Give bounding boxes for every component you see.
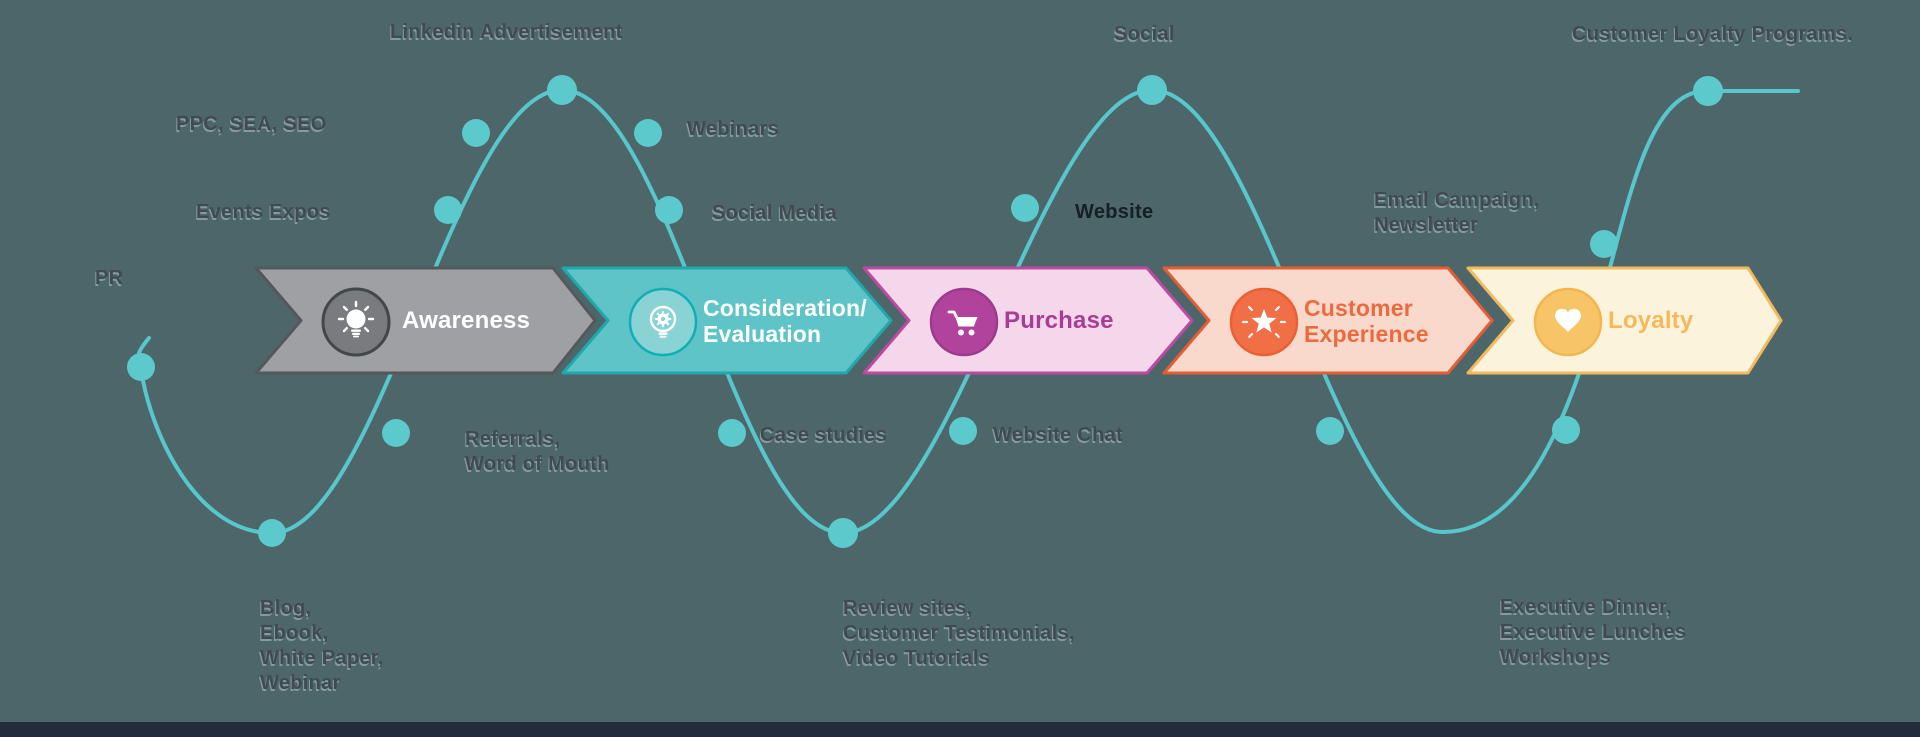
star-icon <box>1241 306 1287 338</box>
wave-dot <box>434 196 462 224</box>
shopping-cart-icon <box>947 310 978 336</box>
wave-dot <box>1316 417 1344 445</box>
wave-dot <box>127 353 155 381</box>
wave-dot <box>1693 76 1723 106</box>
wave-dot <box>1011 194 1039 222</box>
touchpoint-purchase-content-list: Review sites, Customer Testimonials, Vid… <box>843 597 1075 669</box>
wave-dot <box>462 119 490 147</box>
touchpoint-social: Social <box>1114 23 1175 45</box>
touchpoint-email-campaign-newsletter: Email Campaign, Newsletter <box>1374 189 1540 236</box>
wave-dot <box>1590 230 1618 258</box>
wave-dot <box>718 419 746 447</box>
wave-dots <box>127 75 1723 548</box>
touchpoint-awareness-content-list: Blog, Ebook, White Paper, Webinar <box>260 597 384 694</box>
stage-title-awareness: Awareness <box>402 307 531 334</box>
wave-dot <box>1137 75 1167 105</box>
touchpoint-events-expos: Events Expos <box>196 201 331 223</box>
touchpoint-website: Website <box>1075 201 1154 223</box>
touchpoint-website-chat: Website Chat <box>993 424 1123 446</box>
touchpoint-case-studies: Case studies <box>760 424 887 446</box>
stage-title-consideration: Consideration/ Evaluation <box>703 295 867 347</box>
touchpoint-social-media: Social Media <box>712 202 837 224</box>
stage-title-loyalty: Loyalty <box>1608 307 1694 334</box>
touchpoint-pr: PR <box>95 267 124 289</box>
wave-dot <box>547 75 577 105</box>
wave-dot <box>949 417 977 445</box>
wave-dot <box>828 518 858 548</box>
wave-dot <box>258 519 286 547</box>
heart-icon <box>1555 308 1581 332</box>
touchpoint-referrals-word-of-mouth: Referrals, Word of Mouth <box>465 428 610 475</box>
wave-dot <box>634 119 662 147</box>
lightbulb-icon <box>337 300 375 338</box>
bottom-bar <box>0 722 1920 737</box>
journey-wave <box>136 87 1800 536</box>
stage-title-experience: Customer Experience <box>1304 295 1429 347</box>
wave-dot <box>1552 416 1580 444</box>
touchpoint-ppc-sea-seo: PPC, SEA, SEO <box>176 113 327 135</box>
touchpoint-linkedin-advertisement: Linkedin Advertisement <box>390 21 623 43</box>
bulb-gear-icon <box>649 305 677 338</box>
touchpoint-loyalty-content-list: Executive Dinner, Executive Lunches Work… <box>1500 596 1687 668</box>
wave-dot <box>382 419 410 447</box>
touchpoint-webinars: Webinars <box>687 118 780 140</box>
stage-title-purchase: Purchase <box>1004 307 1114 334</box>
wave-dot <box>655 196 683 224</box>
touchpoint-customer-loyalty-programs: Customer Loyalty Programs. <box>1572 23 1854 45</box>
